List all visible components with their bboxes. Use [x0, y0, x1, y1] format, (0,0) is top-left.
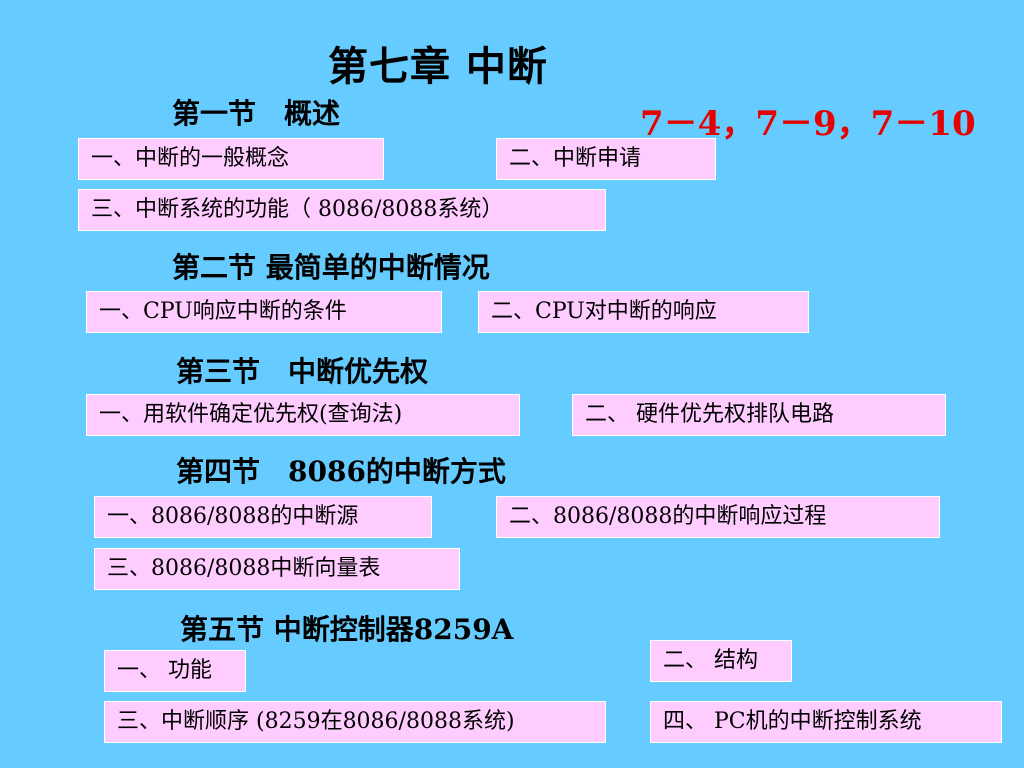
chapter-title: 第七章 中断: [328, 43, 548, 90]
section-4-item-3[interactable]: 三、8086/8088中断向量表: [94, 548, 460, 590]
section-5-item-3[interactable]: 三、中断顺序 (8259在8086/8088系统): [104, 701, 606, 743]
section-2-item-2[interactable]: 二、CPU对中断的响应: [478, 291, 809, 333]
section-5-item-2[interactable]: 二、 结构: [650, 640, 792, 682]
section-3-item-1[interactable]: 一、用软件确定优先权(查询法): [86, 394, 520, 436]
section-3-item-2[interactable]: 二、 硬件优先权排队电路: [572, 394, 946, 436]
section-2-item-1[interactable]: 一、CPU响应中断的条件: [86, 291, 442, 333]
section-5-item-1[interactable]: 一、 功能: [104, 650, 246, 692]
section-4-heading: 第四节 8086的中断方式: [176, 455, 506, 488]
section-1-item-1[interactable]: 一、中断的一般概念: [78, 138, 384, 180]
section-2-heading: 第二节 最简单的中断情况: [172, 251, 490, 284]
section-1-heading: 第一节 概述: [172, 97, 341, 130]
section-5-item-4[interactable]: 四、 PC机的中断控制系统: [650, 701, 1002, 743]
section-3-heading: 第三节 中断优先权: [176, 355, 429, 388]
section-1-item-2[interactable]: 二、中断申请: [496, 138, 716, 180]
exercise-refs: 7－4，7－9，7－10: [640, 104, 976, 144]
section-5-heading: 第五节 中断控制器8259A: [180, 613, 514, 646]
section-4-item-1[interactable]: 一、8086/8088的中断源: [94, 496, 432, 538]
section-1-item-3[interactable]: 三、中断系统的功能（ 8086/8088系统）: [78, 189, 606, 231]
section-4-item-2[interactable]: 二、8086/8088的中断响应过程: [496, 496, 940, 538]
